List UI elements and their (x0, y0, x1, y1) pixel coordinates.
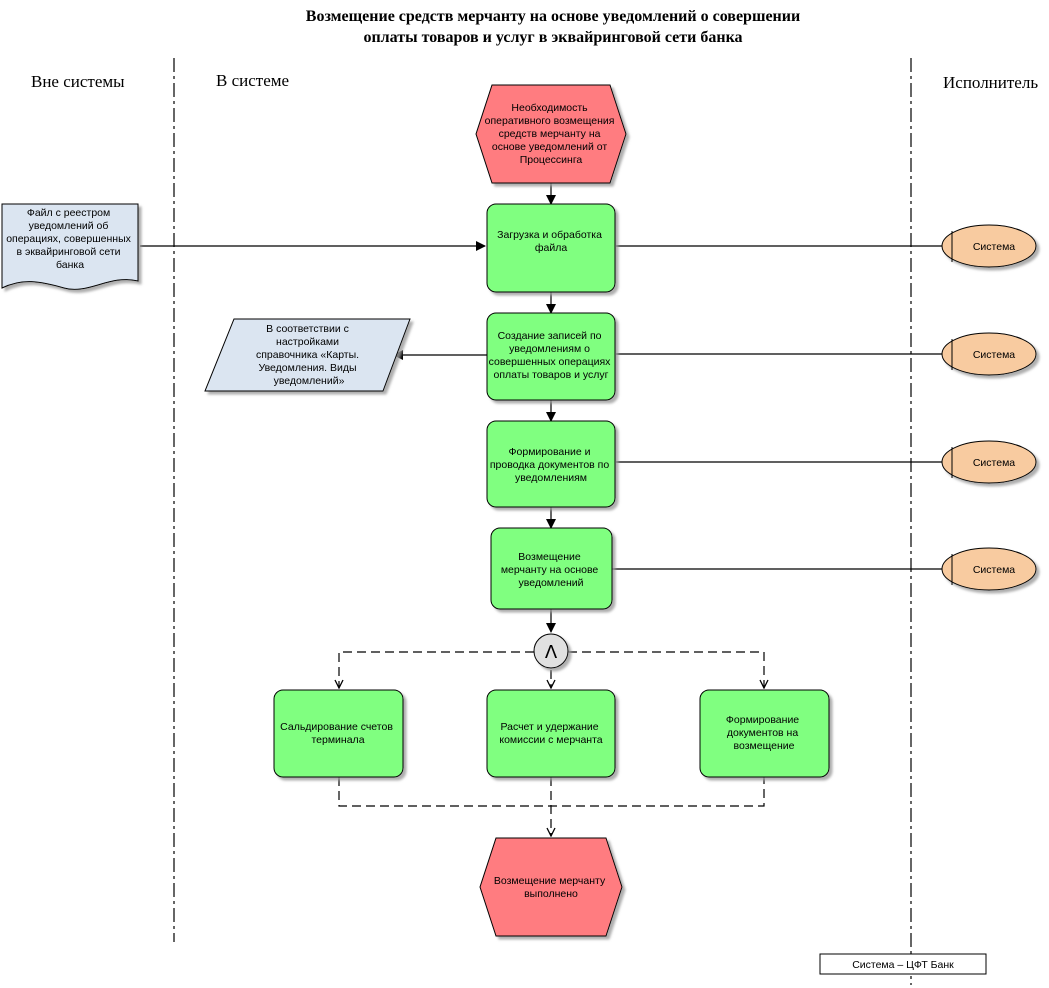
function-form-documents-label: Формирование документов на возмещение (726, 714, 802, 752)
function-post-documents: Формирование и проводка документов по ув… (486, 420, 616, 508)
data-object-line: справочника «Карты. (256, 349, 359, 361)
executor-shape (941, 332, 1037, 376)
data-object-line: настройками (276, 336, 339, 348)
data-notification-settings-shape (204, 318, 411, 392)
function-line: проводка документов по (490, 459, 610, 471)
function-form-documents-shape (699, 689, 830, 778)
function-line: Формирование и (509, 446, 591, 458)
data-object-line: уведомлений» (274, 375, 345, 387)
and-operator: Λ (533, 633, 569, 669)
legend-box (819, 953, 987, 975)
lane-label-inside: В системе (216, 71, 289, 90)
function-commission-shape (486, 689, 616, 778)
function-create-records-shape (486, 312, 616, 401)
event-start-label: Необходимость оперативного возмещения ср… (485, 102, 618, 166)
function-line: уведомлениям о (509, 343, 590, 355)
document-line: уведомлений об (29, 220, 109, 232)
data-notification-settings: В соответствии с настройками справочника… (204, 318, 411, 392)
function-line: файла (535, 242, 567, 254)
document-notification-file-shape (1, 203, 139, 290)
function-load-file-label: Загрузка и обработка файла (497, 229, 605, 254)
function-create-records: Создание записей по уведомлениям о совер… (486, 312, 616, 401)
event-start-line: Необходимость (511, 102, 588, 114)
and-operator-symbol: Λ (545, 642, 558, 663)
executor-system-4: Система (941, 547, 1037, 591)
and-split-connectors (339, 651, 764, 836)
function-line: Создание записей по (498, 330, 602, 342)
function-line: Возмещение (518, 551, 581, 563)
function-load-file-shape (486, 203, 616, 293)
function-post-documents-label: Формирование и проводка документов по ув… (490, 446, 612, 484)
document-line: банка (56, 259, 84, 271)
executor-shape (941, 440, 1037, 484)
function-post-documents-shape (486, 420, 616, 508)
function-line: совершенных операциях (489, 356, 612, 368)
function-reimburse-label: Возмещение мерчанту на основе уведомлени… (501, 551, 601, 589)
event-end-label: Возмещение мерчанту выполнено (494, 875, 608, 900)
event-end-shape (479, 837, 623, 937)
executor-system-1: Система (941, 224, 1037, 268)
function-line: оплаты товаров и услуг (494, 369, 609, 381)
executor-shape (941, 224, 1037, 268)
executor-system-3: Система (941, 440, 1037, 484)
function-balance-accounts: Сальдирование счетов терминала (273, 689, 404, 778)
document-notification-file-label: Файл с реестром уведомлений об операциях… (6, 207, 134, 271)
function-reimburse-shape (490, 527, 613, 610)
event-start-shape (475, 84, 627, 184)
function-line: Расчет и удержание (500, 721, 598, 733)
function-line: возмещение (734, 740, 795, 752)
executor-shape (941, 547, 1037, 591)
function-line: уведомлениям (515, 472, 587, 484)
function-line: Сальдирование счетов (280, 721, 393, 733)
executor-system-2: Система (941, 332, 1037, 376)
function-line: терминала (311, 734, 364, 746)
function-line: Загрузка и обработка (497, 229, 602, 241)
data-notification-settings-label: В соответствии с настройками справочника… (256, 323, 362, 387)
executor-label: Система (973, 349, 1015, 361)
executor-label: Система (973, 564, 1015, 576)
diagram-title-line-2: оплаты товаров и услуг в эквайринговой с… (363, 29, 742, 46)
event-end-line: Возмещение мерчанту (494, 875, 606, 887)
executor-label: Система (973, 457, 1015, 469)
and-operator-circle (533, 633, 569, 669)
function-balance-accounts-label: Сальдирование счетов терминала (280, 721, 396, 746)
function-line: мерчанту на основе (501, 564, 599, 576)
data-object-line: В соответствии с (266, 323, 349, 335)
diagram-title-line-1: Возмещение средств мерчанту на основе ув… (306, 8, 800, 25)
function-form-documents: Формирование документов на возмещение (699, 689, 830, 778)
split-arrow-left (339, 651, 534, 688)
function-balance-accounts-shape (273, 689, 404, 778)
event-start-line: основе уведомлений от (492, 141, 607, 153)
function-reimburse: Возмещение мерчанту на основе уведомлени… (490, 527, 613, 610)
data-object-line: Уведомления. Виды (259, 362, 357, 374)
function-line: комиссии с мерчанта (499, 734, 602, 746)
event-start-line: средств мерчанту на (499, 128, 601, 140)
split-arrow-right (568, 651, 764, 688)
function-commission: Расчет и удержание комиссии с мерчанта (486, 689, 616, 778)
function-load-file: Загрузка и обработка файла (486, 203, 616, 293)
document-line: в эквайринговой сети (17, 246, 121, 258)
function-line: документов на (727, 727, 798, 739)
event-start-line: оперативного возмещения (485, 115, 615, 127)
lane-label-outside: Вне системы (31, 72, 125, 91)
document-line: Файл с реестром (27, 207, 110, 219)
function-line: Формирование (726, 714, 799, 726)
legend: Система – ЦФТ Банк (819, 953, 987, 975)
function-commission-label: Расчет и удержание комиссии с мерчанта (499, 721, 602, 746)
function-line: уведомлений (519, 577, 584, 589)
legend-label: Система – ЦФТ Банк (852, 959, 954, 971)
event-start: Необходимость оперативного возмещения ср… (475, 84, 627, 184)
event-end-line: выполнено (524, 888, 578, 900)
lane-label-executor: Исполнитель (943, 73, 1038, 92)
document-line: операциях, совершенных (6, 233, 131, 245)
event-start-line: Процессинга (520, 154, 583, 166)
event-end: Возмещение мерчанту выполнено (479, 837, 623, 937)
document-notification-file: Файл с реестром уведомлений об операциях… (1, 203, 139, 290)
function-create-records-label: Создание записей по уведомлениям о совер… (489, 330, 614, 381)
executor-label: Система (973, 241, 1015, 253)
